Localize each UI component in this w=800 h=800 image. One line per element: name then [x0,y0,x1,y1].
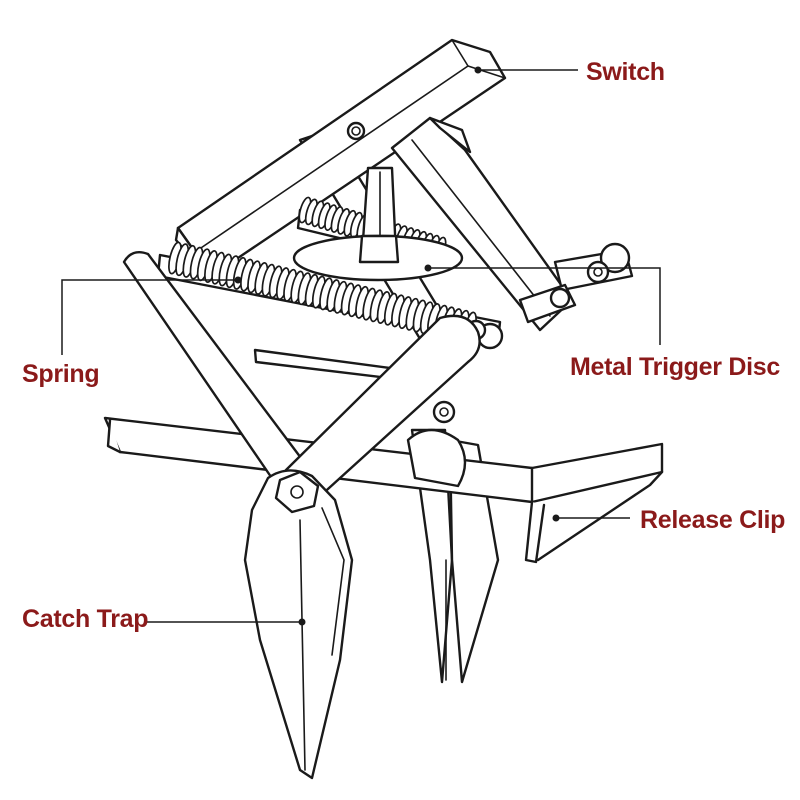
front-frame-arm [390,116,574,332]
spring-label: Spring [22,360,100,388]
rear-jaw [410,428,500,684]
catch-trap-label: Catch Trap [22,605,149,633]
metal-trigger-disc-label: Metal Trigger Disc [570,353,780,381]
front-spring [156,241,504,350]
catch-trap-shape [122,251,481,780]
leader-lines [61,66,661,626]
switch-label: Switch [586,58,665,86]
release-clip-label: Release Clip [640,506,786,534]
right-bolts [518,242,634,324]
trigger-assembly [292,166,464,282]
